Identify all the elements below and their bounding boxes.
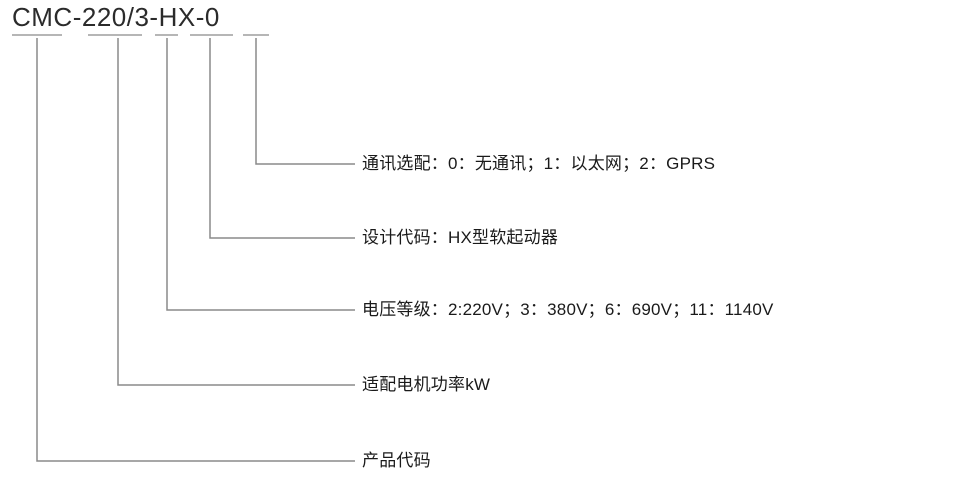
leader-line-motor-power bbox=[117, 38, 355, 386]
callout-label-product-code: 产品代码 bbox=[362, 451, 431, 470]
model-number-title: CMC-220/3-HX-0 bbox=[12, 2, 220, 32]
callout-label-design-code: 设计代码：HX型软起动器 bbox=[362, 228, 559, 247]
leader-line-comm-option bbox=[255, 38, 355, 165]
leader-line-product-code bbox=[36, 38, 355, 462]
leader-line-design-code bbox=[209, 38, 355, 239]
callout-label-voltage-level: 电压等级：2:220V；3：380V；6：690V；11：1140V bbox=[362, 300, 774, 319]
callout-label-motor-power: 适配电机功率kW bbox=[362, 375, 491, 394]
leader-line-voltage-level bbox=[166, 38, 355, 311]
callout-label-comm-option: 通讯选配：0：无通讯；1：以太网；2：GPRS bbox=[362, 154, 716, 173]
